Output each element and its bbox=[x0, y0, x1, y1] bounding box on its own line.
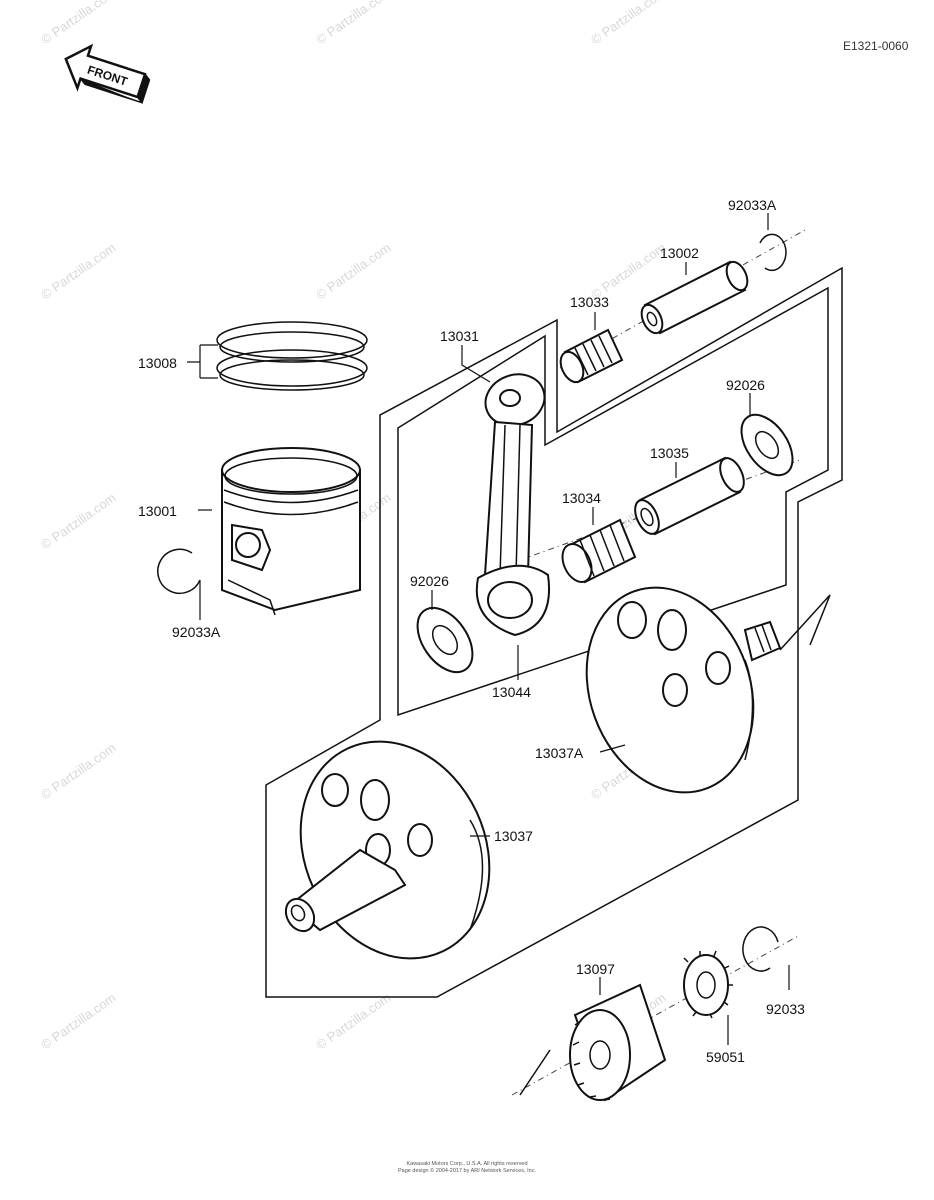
leader-lines bbox=[187, 213, 790, 1045]
thrust-washer-left bbox=[416, 606, 474, 674]
watermark: © Partzilla.com bbox=[38, 240, 118, 303]
footer-copyright: Kawasaki Motors Corp., U.S.A. All rights… bbox=[406, 1161, 527, 1167]
piston bbox=[221, 447, 361, 616]
watermark: © Partzilla.com bbox=[313, 0, 393, 47]
axis-arrow-upper bbox=[779, 594, 831, 651]
piston-rings bbox=[216, 321, 368, 391]
part-label-92033a-top[interactable]: 92033A bbox=[728, 197, 777, 213]
part-label-13097[interactable]: 13097 bbox=[576, 961, 615, 977]
part-label-92026-left[interactable]: 92026 bbox=[410, 573, 449, 589]
crankshaft-right-half bbox=[585, 586, 782, 794]
circlip-top-icon bbox=[759, 233, 787, 272]
crank-pin bbox=[634, 456, 745, 536]
crankshaft-axis bbox=[519, 459, 801, 561]
part-label-13034[interactable]: 13034 bbox=[562, 490, 601, 506]
watermark: © Partzilla.com bbox=[38, 990, 118, 1053]
connecting-rod-outline bbox=[397, 286, 829, 717]
watermark: © Partzilla.com bbox=[38, 490, 118, 553]
part-label-13001[interactable]: 13001 bbox=[138, 503, 177, 519]
needle-bearing-small bbox=[559, 328, 624, 384]
watermark: © Partzilla.com bbox=[588, 0, 668, 47]
part-label-13037a[interactable]: 13037A bbox=[535, 745, 584, 761]
part-label-92026-right[interactable]: 92026 bbox=[726, 377, 765, 393]
footer-page-design: Page design © 2004-2017 by ARI Network S… bbox=[398, 1167, 536, 1174]
part-labels: 13008 13001 92033A 13031 13033 13002 920… bbox=[138, 197, 805, 1065]
balancer-gear bbox=[683, 950, 733, 1019]
part-label-13035[interactable]: 13035 bbox=[650, 445, 689, 461]
part-label-92033a-left[interactable]: 92033A bbox=[172, 624, 221, 640]
front-arrow-icon: FRONT bbox=[64, 43, 151, 105]
watermark: © Partzilla.com bbox=[38, 0, 118, 47]
primary-gear bbox=[569, 983, 667, 1102]
assembly-outline bbox=[265, 266, 843, 998]
watermark: © Partzilla.com bbox=[313, 240, 393, 303]
part-label-13033[interactable]: 13033 bbox=[570, 294, 609, 310]
axis-arrow-lower bbox=[519, 1049, 551, 1096]
watermark: © Partzilla.com bbox=[38, 740, 118, 803]
thrust-washer-right bbox=[740, 413, 794, 477]
part-label-59051[interactable]: 59051 bbox=[706, 1049, 745, 1065]
crankshaft-left-half bbox=[284, 740, 491, 960]
piston-pin bbox=[640, 260, 749, 335]
diagram-code: E1321-0060 bbox=[843, 39, 909, 53]
part-label-13008[interactable]: 13008 bbox=[138, 355, 177, 371]
gear-axis bbox=[511, 934, 801, 1096]
part-label-13037[interactable]: 13037 bbox=[494, 828, 533, 844]
connecting-rod bbox=[475, 373, 550, 637]
circlip-bottom-icon bbox=[742, 926, 779, 972]
part-label-13002[interactable]: 13002 bbox=[660, 245, 699, 261]
circlip-left-icon bbox=[157, 548, 201, 595]
part-label-13031[interactable]: 13031 bbox=[440, 328, 479, 344]
watermark: © Partzilla.com bbox=[313, 990, 393, 1053]
needle-bearing-large bbox=[561, 518, 637, 584]
part-label-92033[interactable]: 92033 bbox=[766, 1001, 805, 1017]
part-label-13044[interactable]: 13044 bbox=[492, 684, 531, 700]
